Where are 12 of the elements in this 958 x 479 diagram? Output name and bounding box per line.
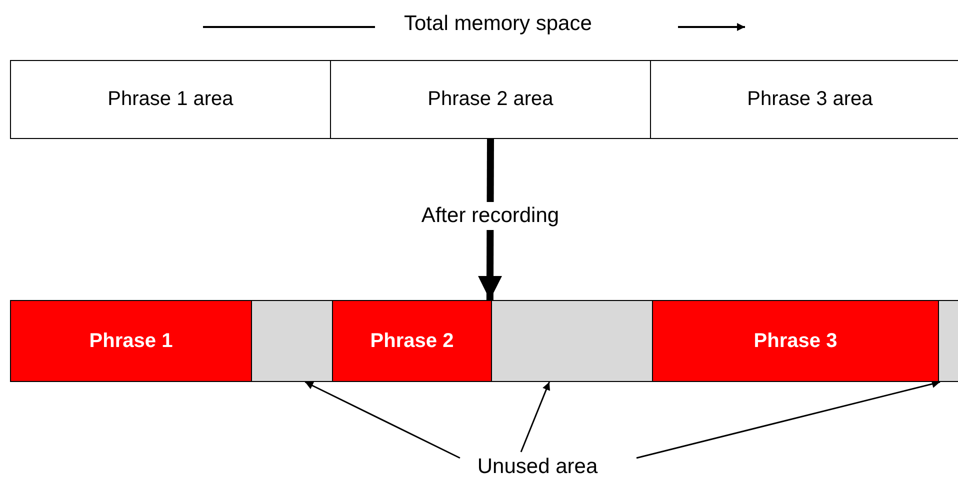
memory-area-box: Phrase 1 area [10, 60, 331, 139]
phrase-block: Phrase 1 [10, 300, 252, 382]
unused-block [491, 300, 653, 382]
arrow [520, 382, 550, 452]
callout-text: Unused area [455, 452, 620, 479]
phrase-block: Phrase 3 [652, 300, 939, 382]
memory-area-box: Phrase 3 area [650, 60, 958, 139]
arrow [636, 380, 940, 459]
phrase-block: Phrase 2 [332, 300, 492, 382]
memory-area-box: Phrase 2 area [330, 60, 651, 139]
unused-block [251, 300, 333, 382]
arrow [304, 381, 460, 459]
